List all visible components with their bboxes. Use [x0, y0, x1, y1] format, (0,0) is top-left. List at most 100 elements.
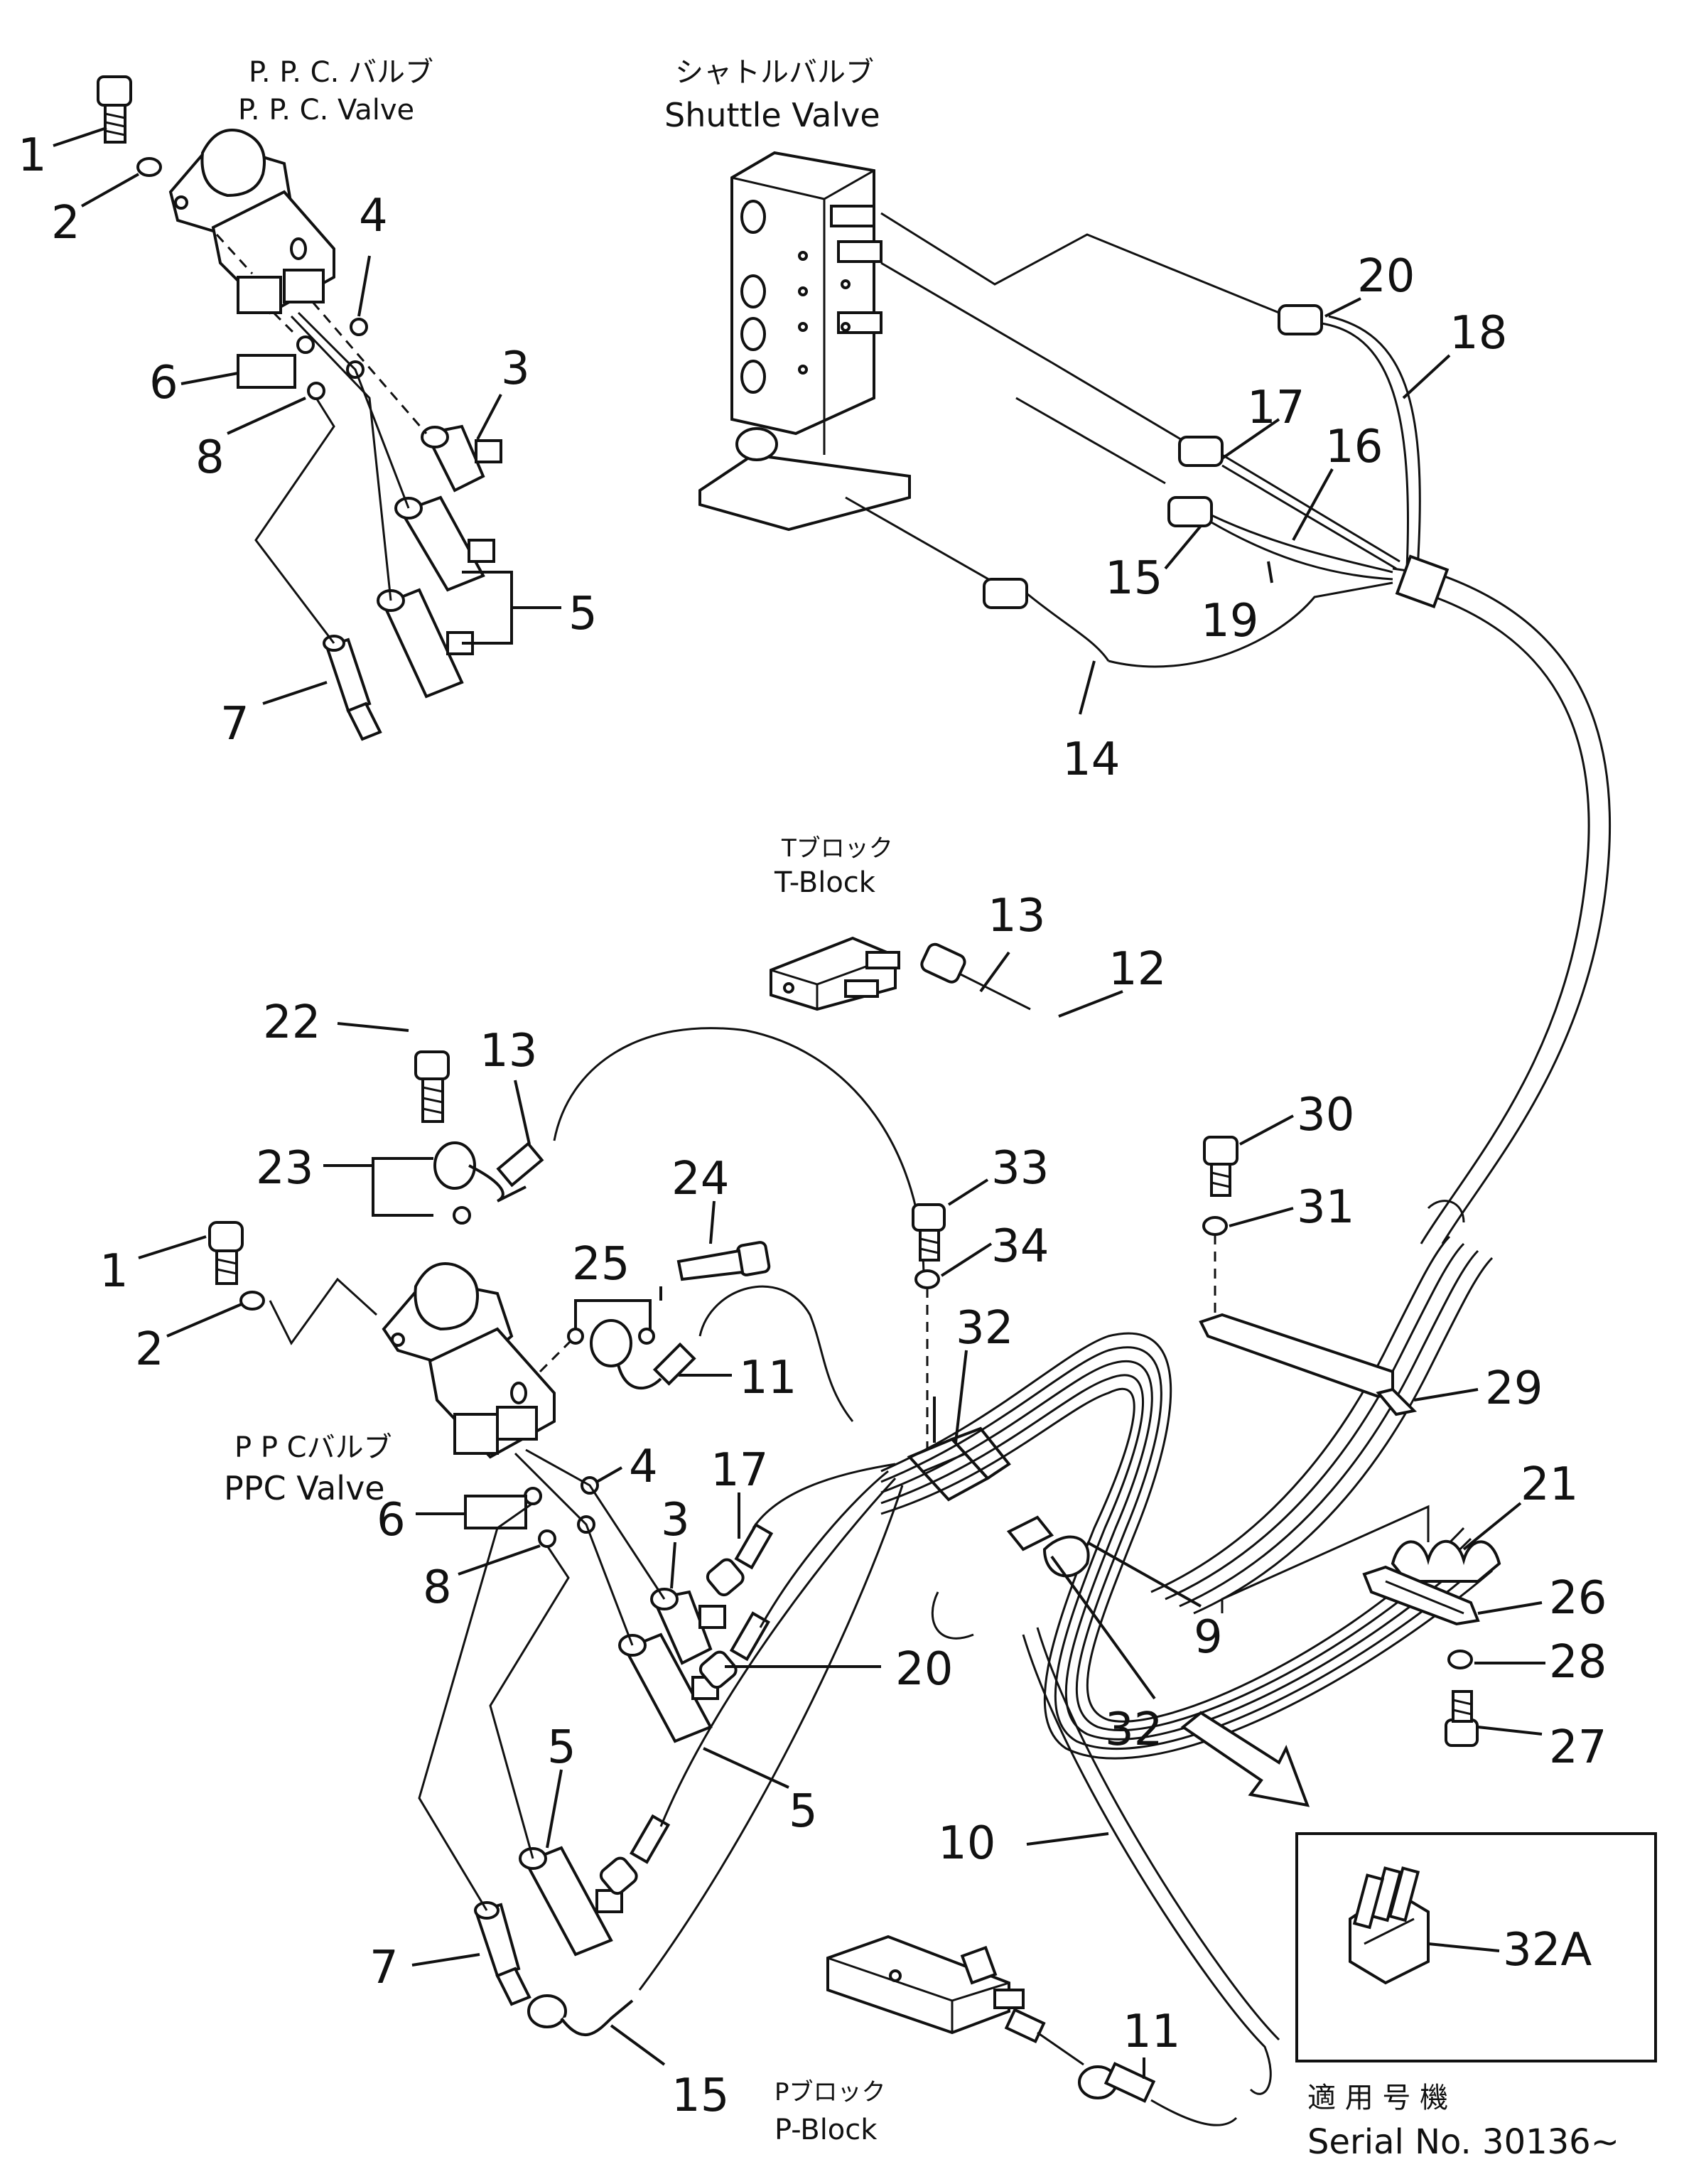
callout-34: 34 — [991, 1220, 1049, 1273]
ppc-valve-bottom-en-label: PPC Valve — [224, 1469, 385, 1507]
callout-11: 11 — [739, 1352, 797, 1404]
inset-box — [1295, 1832, 1657, 2062]
hose-clamp-part — [1391, 1539, 1501, 1583]
callout-4: 4 — [629, 1441, 658, 1493]
callout-4: 4 — [359, 190, 388, 242]
hose-fitting-part — [698, 1611, 770, 1689]
callout-17: 17 — [711, 1444, 768, 1497]
p-block-group: 11 Pブロック P-Block — [774, 1935, 1238, 2146]
callout-19: 19 — [1201, 595, 1258, 647]
hose-fitting-part — [1278, 304, 1323, 335]
bracket-part — [1199, 1313, 1418, 1416]
o-ring-part — [538, 1529, 556, 1548]
hose-fitting-part — [599, 1814, 671, 1895]
callout-13: 13 — [480, 1025, 537, 1077]
callout-7: 7 — [369, 1942, 399, 1994]
washer-part — [1202, 1216, 1228, 1236]
callout-32A: 32A — [1503, 1924, 1592, 1976]
callout-3: 3 — [501, 343, 530, 395]
elbow-fitting-part — [519, 1846, 623, 1957]
plug-part — [237, 354, 296, 389]
callout-16: 16 — [1325, 421, 1383, 473]
callout-11: 11 — [1123, 2006, 1180, 2058]
o-ring-part — [307, 382, 325, 400]
shuttle-valve-body — [698, 151, 911, 532]
callout-8: 8 — [423, 1561, 452, 1614]
callout-31: 31 — [1297, 1181, 1354, 1234]
hose-fitting-part — [1078, 2062, 1156, 2103]
callout-7: 7 — [220, 698, 249, 751]
bolt-part — [676, 1241, 771, 1281]
serial-jp-label: 適 用 号 機 — [1307, 2082, 1448, 2114]
callout-24: 24 — [671, 1153, 729, 1205]
connector-part — [323, 635, 382, 741]
elbow-fitting-part — [421, 424, 502, 493]
ppc-valve-top-en-label: P. P. C. Valve — [238, 94, 414, 127]
bolt-part — [1445, 1690, 1479, 1747]
callout-1: 1 — [18, 129, 47, 182]
callout-6: 6 — [149, 357, 178, 409]
plug-part — [464, 1495, 527, 1529]
washer-part — [136, 157, 162, 177]
ppc-valve-bottom-body — [382, 1262, 556, 1459]
callout-8: 8 — [195, 431, 225, 484]
o-ring-part — [296, 335, 315, 354]
banjo-fitting-part — [433, 1141, 544, 1203]
banjo-fitting-part — [590, 1319, 696, 1390]
callout-5: 5 — [789, 1785, 818, 1838]
t-block-group: Tブロック T-Block 13 12 — [770, 834, 1166, 1018]
bolt-part — [912, 1203, 946, 1262]
callout-5: 5 — [568, 588, 598, 640]
shuttle-valve-jp-label: シャトルバルブ — [675, 56, 874, 89]
washer-part — [914, 1269, 940, 1289]
ppc-valve-top-group: P. P. C. バルブ P. P. C. Valve — [18, 56, 598, 751]
callout-20: 20 — [895, 1643, 953, 1696]
callout-32: 32 — [1105, 1704, 1162, 1756]
p-block-en-label: P-Block — [774, 2114, 878, 2146]
connector-part — [474, 1901, 531, 2006]
hose-fitting-part — [706, 1522, 774, 1597]
callout-15: 15 — [671, 2070, 729, 2122]
elbow-fitting-part — [394, 495, 495, 592]
hose-fitting-part — [983, 578, 1028, 609]
t-block-jp-label: Tブロック — [781, 834, 893, 863]
callout-9: 9 — [1194, 1611, 1223, 1664]
hose-fitting-part — [527, 1994, 634, 2036]
callout-32: 32 — [956, 1302, 1013, 1355]
callout-3: 3 — [661, 1494, 690, 1546]
callout-13: 13 — [988, 890, 1045, 942]
hose-clamp-part — [1395, 554, 1450, 609]
callout-33: 33 — [991, 1142, 1049, 1195]
hose-bundle-group: 33 34 32 30 31 29 21 26 9 28 32 27 10 — [880, 1089, 1607, 2095]
hose-clamp-part — [1006, 1515, 1090, 1578]
hose-fitting-part — [1178, 436, 1224, 467]
callout-2: 2 — [51, 197, 80, 249]
t-block-en-label: T-Block — [774, 866, 876, 899]
callout-2: 2 — [135, 1323, 164, 1376]
t-block-body — [770, 936, 900, 1011]
washer-part — [1447, 1650, 1473, 1669]
callout-15: 15 — [1105, 552, 1162, 605]
callout-12: 12 — [1108, 943, 1166, 996]
shuttle-valve-en-label: Shuttle Valve — [664, 96, 880, 134]
callout-20: 20 — [1357, 250, 1415, 303]
p-block-body — [826, 1935, 1046, 2044]
callout-17: 17 — [1247, 382, 1305, 434]
callout-22: 22 — [263, 996, 320, 1049]
bracket-part — [1362, 1565, 1480, 1626]
callout-29: 29 — [1485, 1362, 1543, 1415]
callout-25: 25 — [572, 1238, 630, 1291]
elbow-fitting-part — [650, 1588, 726, 1665]
p-block-jp-label: Pブロック — [774, 2078, 886, 2107]
o-ring-part — [524, 1487, 542, 1505]
ppc-valve-bottom-jp-label: P P Cバルブ — [234, 1431, 392, 1464]
callout-21: 21 — [1521, 1458, 1578, 1511]
bolt-part — [1203, 1136, 1238, 1197]
hose-fitting-part — [920, 942, 966, 984]
callout-27: 27 — [1549, 1721, 1607, 1774]
hose-clamp-part — [907, 1426, 1011, 1502]
clamp-32a-part — [1349, 1866, 1430, 1985]
callout-14: 14 — [1062, 733, 1120, 786]
